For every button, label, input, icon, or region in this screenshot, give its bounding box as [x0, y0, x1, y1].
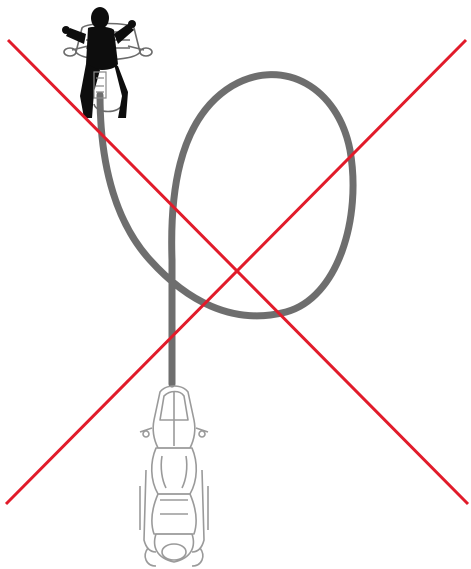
red-x-prohibited-mark [6, 40, 468, 504]
motorcycle-outline-icon [140, 386, 208, 566]
motorcycle-with-rider-icon [62, 7, 152, 118]
u-turn-loop-path [100, 75, 353, 384]
